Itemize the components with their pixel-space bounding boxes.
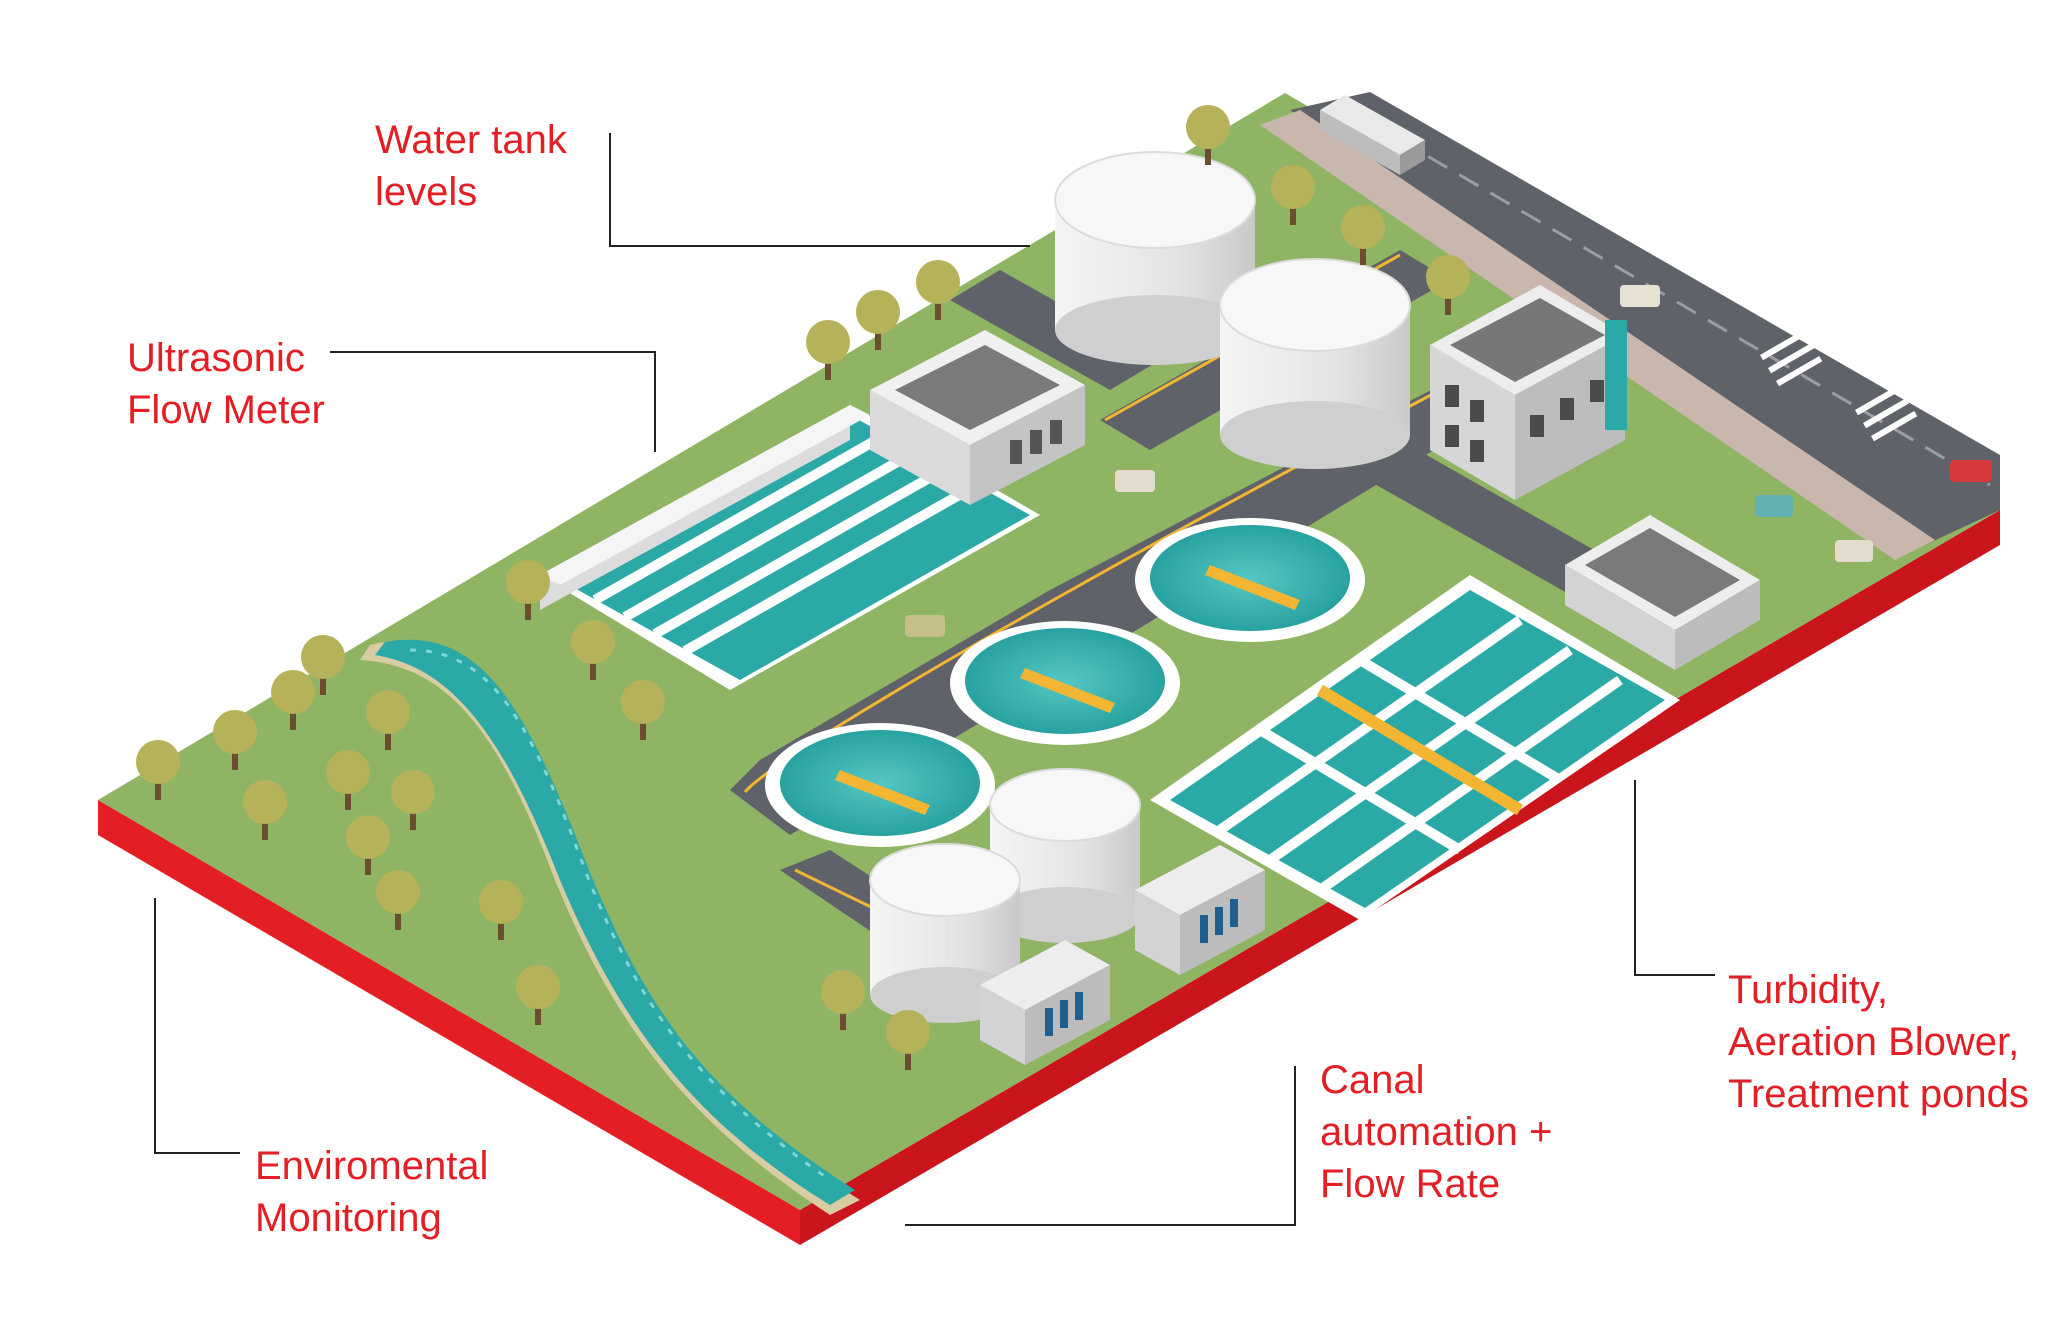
car-parked [1835,540,1873,562]
callout-line: levels [375,170,478,214]
car-road [1115,470,1155,492]
pump-house [870,330,1085,505]
callout-line: Enviromental [255,1144,489,1188]
callout-canal-automation: Canal automation + Flow Rate [1320,1054,1552,1210]
callout-water-tank-levels: Water tank levels [375,114,567,218]
callout-line: Flow Meter [127,388,325,432]
callout-line: Aeration Blower, [1728,1020,2020,1064]
blower-building-2 [980,940,1110,1065]
clarifier-1 [1135,518,1365,642]
callout-line: Turbidity, [1728,968,1889,1012]
small-tank-2 [869,843,1021,1023]
callout-line: Canal [1320,1058,1425,1102]
car-red [1950,460,1992,482]
small-tank-1 [989,768,1141,943]
truck [1320,95,1425,175]
office-building [1430,285,1627,500]
clarifier-3 [765,723,995,847]
leader-turbidity [1634,780,1715,976]
clarifier-2 [950,621,1180,745]
leader-ultrasonic [330,351,656,452]
callout-line: Water tank [375,118,567,162]
leader-canal [905,1066,1296,1226]
callout-line: Treatment ponds [1728,1072,2029,1116]
control-building [1565,515,1760,670]
treatment-ponds [1150,575,1680,920]
leader-water-tank [609,133,1030,247]
leader-lines [154,133,1715,1226]
blower-building-1 [1135,845,1265,975]
callout-ultrasonic-flow-meter: Ultrasonic Flow Meter [127,332,325,436]
car-teal [1755,495,1793,517]
callout-environmental-monitoring: Enviromental Monitoring [255,1140,488,1244]
leader-environmental [154,898,240,1154]
car-olive [905,615,945,637]
car-white [1620,285,1660,307]
canal [360,639,860,1215]
sedimentation-basin [540,405,1040,690]
large-tank-2 [1219,258,1411,469]
callout-line: Ultrasonic [127,336,305,380]
callout-line: Flow Rate [1320,1162,1501,1206]
callout-turbidity-aeration: Turbidity, Aeration Blower, Treatment po… [1728,964,2029,1120]
callout-line: automation + [1320,1110,1553,1154]
callout-line: Monitoring [255,1196,442,1240]
trees [136,105,1470,1070]
